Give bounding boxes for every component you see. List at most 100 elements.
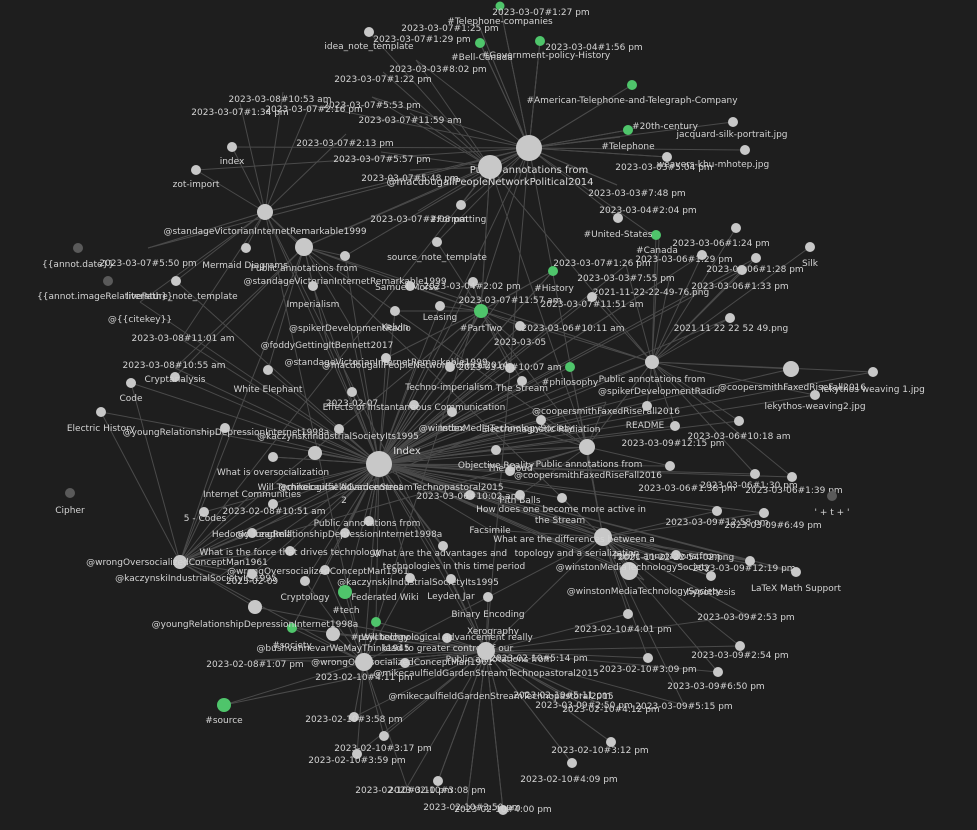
note-node-dot[interactable] bbox=[737, 265, 747, 275]
note-node-dot[interactable] bbox=[498, 805, 508, 815]
graph-node[interactable]: What are the advantages and bbox=[373, 541, 507, 559]
note-node-dot[interactable] bbox=[670, 421, 680, 431]
note-node-dot[interactable] bbox=[308, 281, 318, 291]
graph-node[interactable]: 5 - Codes bbox=[184, 507, 227, 524]
note-node-dot[interactable] bbox=[665, 461, 675, 471]
graph-node[interactable]: Silk bbox=[802, 242, 819, 269]
graph-node[interactable]: 2023-02-10#3:17 pm bbox=[334, 731, 432, 754]
tag-node-dot[interactable] bbox=[495, 1, 505, 11]
note-node-dot[interactable] bbox=[516, 135, 542, 161]
note-node-dot[interactable] bbox=[308, 446, 322, 460]
note-node-dot[interactable] bbox=[579, 439, 595, 455]
note-node-dot[interactable] bbox=[220, 423, 230, 433]
graph-node[interactable]: @kaczynskiIndustrialSocietyIts1995 bbox=[337, 573, 499, 588]
note-node-dot[interactable] bbox=[390, 306, 400, 316]
note-node-dot[interactable] bbox=[366, 451, 392, 477]
graph-node[interactable]: idea_note_template bbox=[324, 27, 414, 52]
graph-node[interactable]: 2023-02-10#4:09 pm bbox=[520, 758, 618, 785]
graph-node[interactable]: Leyden Jar bbox=[427, 574, 475, 602]
note-node-dot[interactable] bbox=[103, 276, 113, 286]
graph-node[interactable]: 2023-02-10#3:08 pm bbox=[388, 776, 486, 796]
graph-node[interactable]: 2023-03-09#6:49 pm bbox=[724, 508, 822, 531]
graph-node[interactable]: 2023-03-06#10:18 am bbox=[688, 416, 791, 442]
tag-node-dot[interactable] bbox=[474, 304, 488, 318]
note-node-dot[interactable] bbox=[409, 400, 419, 410]
graph-node[interactable]: @youngRelationshipDepressionInternet1998… bbox=[236, 528, 443, 540]
graph-node[interactable]: Cryptology bbox=[280, 576, 330, 603]
graph-node[interactable]: 2023-03-09#12:15 pm bbox=[621, 421, 725, 449]
note-node-dot[interactable] bbox=[645, 355, 659, 369]
note-node-dot[interactable] bbox=[594, 528, 612, 546]
note-node-dot[interactable] bbox=[713, 667, 723, 677]
graph-node[interactable]: #Government-policy-History bbox=[482, 51, 611, 61]
graph-node[interactable]: 2023-02-10#3:59 pm bbox=[308, 749, 406, 766]
graph-node[interactable]: 2023-03-03#7:48 pm bbox=[588, 189, 685, 199]
note-node-dot[interactable] bbox=[405, 573, 415, 583]
graph-node[interactable]: 2023-03-06#10:11 am bbox=[515, 321, 624, 334]
note-node-dot[interactable] bbox=[805, 242, 815, 252]
note-node-dot[interactable] bbox=[445, 362, 455, 372]
note-node-dot[interactable] bbox=[706, 571, 716, 581]
graph-node[interactable]: Kelvin bbox=[381, 306, 409, 333]
note-node-dot[interactable] bbox=[300, 576, 310, 586]
graph-node[interactable]: 2023-03-06#1:24 pm bbox=[672, 223, 770, 249]
note-node-dot[interactable] bbox=[364, 27, 374, 37]
graph-node[interactable]: 2023-02-10#4:00 pm bbox=[454, 805, 552, 815]
graph-node[interactable]: LaTeX Math Support bbox=[751, 567, 841, 594]
graph-node[interactable]: 2023-03-06#1:30 pm bbox=[700, 469, 798, 491]
graph-node[interactable]: {{annot.imageRelativePath}} bbox=[37, 276, 173, 302]
graph-tag-node[interactable]: #PartTwo bbox=[460, 304, 503, 334]
note-node-dot[interactable] bbox=[199, 507, 209, 517]
note-node-dot[interactable] bbox=[433, 776, 443, 786]
tag-node-dot[interactable] bbox=[565, 362, 575, 372]
note-node-dot[interactable] bbox=[400, 658, 410, 668]
graph-node[interactable]: @winstonMediaTechnologySociety bbox=[556, 562, 711, 580]
graph-node[interactable]: Public annotations from bbox=[314, 516, 421, 529]
graph-node[interactable]: 2023-03-06#1:28 pm bbox=[706, 253, 804, 275]
graph-node[interactable]: 2023-03-03#8:02 pm bbox=[389, 65, 486, 75]
graph-node[interactable]: 2023-03-09#5:15 pm bbox=[635, 702, 732, 712]
graph-tag-node[interactable]: 2023-03-04#1:56 pm bbox=[535, 36, 643, 53]
note-node-dot[interactable] bbox=[334, 424, 344, 434]
note-node-dot[interactable] bbox=[491, 445, 501, 455]
note-node-dot[interactable] bbox=[340, 251, 350, 261]
graph-node[interactable]: 2023-02-07 bbox=[326, 387, 378, 409]
note-node-dot[interactable] bbox=[740, 145, 750, 155]
graph-node[interactable]: 2023-03-07#11:51 am bbox=[541, 292, 644, 310]
note-node-dot[interactable] bbox=[355, 653, 373, 671]
note-node-dot[interactable] bbox=[268, 452, 278, 462]
note-node-dot[interactable] bbox=[364, 516, 374, 526]
tag-node-dot[interactable] bbox=[287, 623, 297, 633]
note-node-dot[interactable] bbox=[759, 508, 769, 518]
graph-node[interactable]: jacquard-silk-portrait.jpg bbox=[675, 117, 788, 140]
note-node-dot[interactable] bbox=[247, 569, 257, 579]
note-node-dot[interactable] bbox=[505, 466, 515, 476]
note-node-dot[interactable] bbox=[671, 550, 681, 560]
note-node-dot[interactable] bbox=[447, 407, 457, 417]
tag-node-dot[interactable] bbox=[475, 38, 485, 48]
note-node-dot[interactable] bbox=[170, 372, 180, 382]
graph-node[interactable]: literature_note_template bbox=[126, 276, 238, 302]
note-node-dot[interactable] bbox=[340, 528, 350, 538]
note-node-dot[interactable] bbox=[734, 416, 744, 426]
note-node-dot[interactable] bbox=[725, 313, 735, 323]
graph-node[interactable]: lekythos weaving 1.jpg bbox=[821, 367, 925, 395]
note-node-dot[interactable] bbox=[432, 237, 442, 247]
note-node-dot[interactable] bbox=[606, 737, 616, 747]
graph-node[interactable]: 2023-02-10#3:58 pm bbox=[305, 712, 403, 725]
note-node-dot[interactable] bbox=[442, 633, 452, 643]
note-node-dot[interactable] bbox=[735, 641, 745, 651]
graph-tag-node[interactable]: #tech bbox=[332, 606, 381, 627]
graph-node[interactable]: 2023-03-07#1:34 pm bbox=[191, 108, 288, 118]
note-node-dot[interactable] bbox=[642, 401, 652, 411]
note-node-dot[interactable] bbox=[347, 387, 357, 397]
tag-node-dot[interactable] bbox=[651, 230, 661, 240]
note-node-dot[interactable] bbox=[379, 731, 389, 741]
note-node-dot[interactable] bbox=[697, 250, 707, 260]
note-node-dot[interactable] bbox=[326, 627, 340, 641]
graph-node[interactable]: technologies in this time period bbox=[383, 562, 525, 572]
tag-node-dot[interactable] bbox=[548, 266, 558, 276]
note-node-dot[interactable] bbox=[468, 277, 478, 287]
note-node-dot[interactable] bbox=[435, 301, 445, 311]
